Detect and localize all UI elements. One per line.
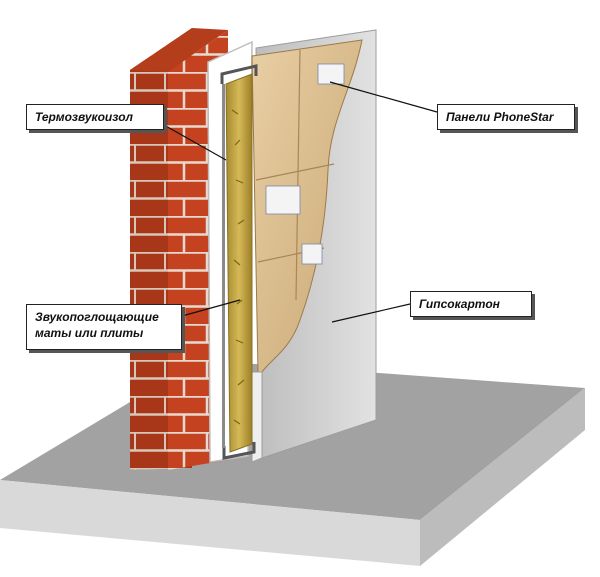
floor-slab-side	[420, 388, 585, 566]
callout-drywall-text: Гипсокартон	[419, 297, 500, 311]
callout-sound-absorbing-mats-line2: маты или плиты	[35, 326, 144, 340]
metal-profile-bottom	[222, 442, 256, 460]
callout-phonestar-panels: Панели PhoneStar	[437, 104, 575, 130]
callout-sound-absorbing-mats: Звукопоглощающие маты или плиты	[26, 304, 182, 350]
callout-thermal-insulation-text: Термозвукоизол	[35, 110, 134, 124]
callout-drywall: Гипсокартон	[410, 291, 532, 317]
callout-sound-absorbing-mats-line1: Звукопоглощающие	[35, 310, 159, 324]
panel-sticker-1	[265, 185, 301, 215]
leader-phonestar	[329, 81, 438, 113]
leader-termo	[163, 124, 227, 161]
floor-slab-front	[0, 480, 420, 566]
leader-gipso	[331, 303, 411, 323]
leader-zvuko	[181, 299, 241, 317]
brick-wall-top	[130, 28, 228, 72]
panel-sticker-2	[301, 243, 323, 265]
callout-thermal-insulation: Термозвукоизол	[26, 104, 164, 130]
mineral-wool-mats	[225, 73, 253, 453]
mineral-wool-texture	[231, 109, 245, 425]
metal-profile-web	[222, 84, 225, 448]
metal-profile-top	[220, 64, 258, 84]
phonestar-panels	[251, 39, 363, 373]
callout-phonestar-panels-text: Панели PhoneStar	[446, 110, 554, 124]
panel-sticker-3	[317, 63, 345, 85]
